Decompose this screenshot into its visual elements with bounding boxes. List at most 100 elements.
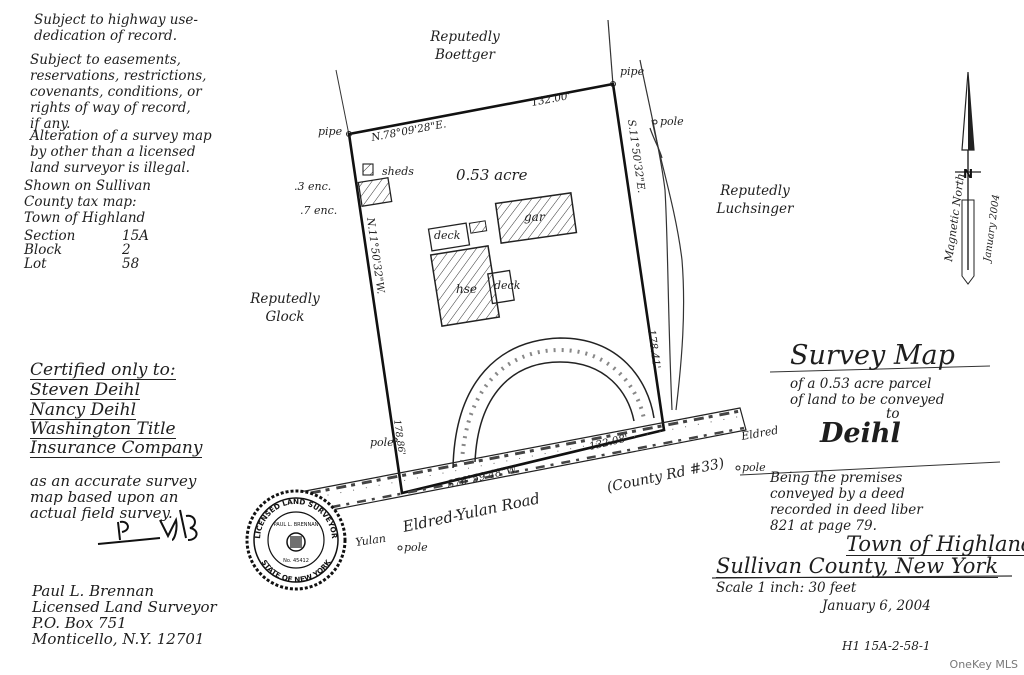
pipe-marker-nw [346,131,352,137]
certified-name-2: Nancy Deihl [30,400,137,420]
sheds-label: sheds [382,165,414,178]
note-easement-2: reservations, restrictions, [30,68,207,84]
magnetic-north-label: Magnetic North [942,172,967,263]
note-highway-2: dedication of record. [34,28,177,44]
scale-label: Scale 1 inch: 30 feet [716,580,857,596]
certified-heading: Certified only to: [30,360,176,380]
north-letter: N [963,167,973,181]
note-alteration-2: by other than a licensed [30,144,196,160]
certified-name-1: Steven Deihl [30,380,141,400]
driveway [452,337,655,469]
desc-line-4: 821 at page 79. [770,518,877,534]
tax-lot-label: Lot [24,256,47,272]
house-footprint [429,245,501,327]
title-underline-1 [769,365,991,373]
surveyor-address-1: P.O. Box 751 [32,614,127,632]
neighbor-line-west [335,69,350,136]
seal-number: No. 45412 [283,558,309,564]
subtitle-line-1: of a 0.53 acre parcel [790,376,932,392]
surveyor-name: Paul L. Brennan [32,582,155,600]
certified-name-4: Insurance Company [30,438,203,458]
deck-side [487,269,515,305]
title-survey-map: Survey Map [790,340,955,371]
note-easement-4: rights of way of record, [30,100,191,116]
note-easement-5: if any. [30,116,71,132]
certified-basis-3: actual field survey. [30,504,173,522]
date-label: January 6, 2004 [822,598,931,614]
pole-marker-1 [652,119,658,125]
shed-small [362,163,374,176]
to-yulan-label: Yulan [355,532,387,549]
desc-line-3: recorded in deed liber [770,502,923,518]
road-name-label: Eldred-Yulan Road [400,489,541,536]
neighbor-east: Reputedly Luchsinger [716,183,794,218]
subtitle-line-2: of land to be conveyed [790,392,945,408]
tax-lot-value: 58 [122,256,140,272]
north-date-label: January 2004 [982,194,1003,265]
house-label: hse [456,282,477,296]
pole-label-3: pole [404,541,428,554]
deck-stairs [468,220,488,234]
neighbor-line-east [607,19,614,86]
county-label: Sullivan County, New York [716,554,999,578]
garage-footprint [494,192,578,244]
note-taxmap-1: Shown on Sullivan [24,178,151,194]
stream-line [639,59,685,411]
pole-label-4: pole [742,461,766,474]
town-label: Town of Highland [846,534,1024,556]
note-easement-1: Subject to easements, [30,52,181,68]
surveyor-title: Licensed Land Surveyor [32,598,217,616]
neighbor-west: Reputedly Glock [250,291,320,326]
south-bearing-label: S76°59'48"W. [446,463,519,491]
north-distance-label: 132.00' [530,90,571,109]
desc-line-1: Being the premises [770,470,903,486]
watermark: OneKey MLS [949,658,1018,671]
desc-line-2: conveyed by a deed [770,486,905,502]
tax-block-label: Block [24,242,63,258]
tax-section-label: Section [24,228,76,244]
pole-marker-4 [735,465,741,471]
pipe-marker-ne [610,81,616,87]
note-alteration-3: land surveyor is illegal. [30,160,190,176]
garage-label: gar [524,210,545,224]
certified-basis-1: as an accurate survey [30,472,197,490]
deck-side-label: deck [494,279,521,292]
pipe-nw-label: pipe [318,125,343,138]
note-alteration-1: Alteration of a survey map [30,128,212,144]
pole-label-1: pole [660,115,684,128]
surveyor-seal: LICENSED LAND SURVEYOR STATE OF NEW YORK… [245,489,347,591]
neighbor-north: Reputedly Boettger [430,29,500,64]
parcel-boundary [347,82,666,495]
north-arrow [955,71,981,285]
tax-block-value: 2 [122,242,131,258]
certified-basis-2: map based upon an [30,488,179,506]
note-easement-3: covenants, conditions, or [30,84,202,100]
shed-large [357,177,393,207]
note-taxmap-2: County tax map: [24,194,137,210]
pole-label-2: pole [370,436,394,449]
tax-section-value: 15A [122,228,149,244]
file-number: H1 15A-2-58-1 [842,639,931,653]
east-distance-label: 178.41' [645,329,662,370]
parcel-area: 0.53 acre [456,166,528,184]
road-county-label: (County Rd #33) [606,455,726,496]
enc-7-label: .7 enc. [300,204,338,217]
owner-name: Deihl [820,418,901,449]
pipe-ne-label: pipe [620,65,645,78]
note-taxmap-3: Town of Highland [24,210,146,226]
pole-marker-3 [392,437,398,443]
seal-name: PAUL L. BRENNAN [274,522,319,528]
west-distance-label: 178.86' [391,419,407,456]
subtitle-line-3: to [886,406,900,422]
note-highway-1: Subject to highway use- [34,12,198,28]
deck-top [427,222,471,252]
enc-3-label: .3 enc. [294,180,332,193]
surveyor-signature [97,509,198,545]
certified-name-3: Washington Title [30,419,176,439]
surveyor-address-2: Monticello, N.Y. 12701 [32,630,205,648]
title-underline-2 [739,461,1001,476]
pole-marker-2 [397,545,403,551]
deck-top-label: deck [434,229,461,242]
